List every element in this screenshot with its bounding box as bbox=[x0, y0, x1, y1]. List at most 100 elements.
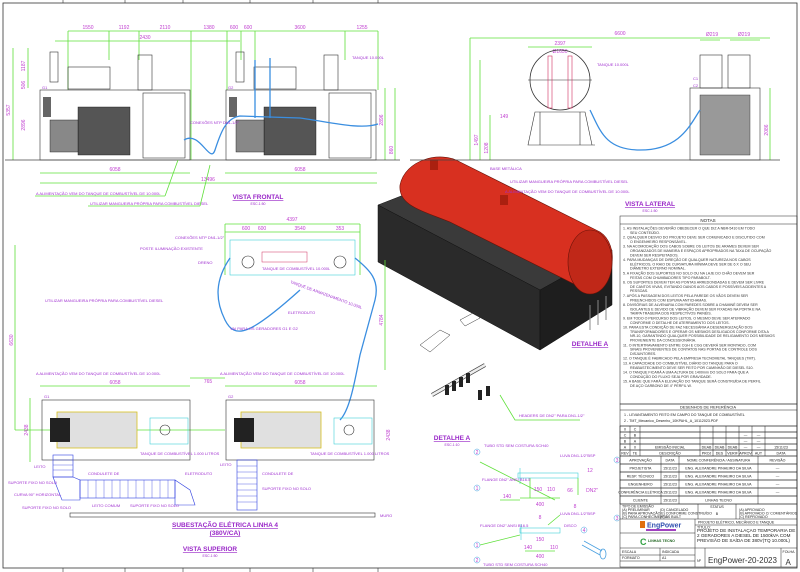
emission-option: (E) CONFORME CONSTRUÍDO bbox=[660, 512, 712, 516]
dim-label: 860 bbox=[389, 146, 395, 155]
dim-label: 2086 bbox=[764, 124, 770, 135]
approval-cell: CLIENTE bbox=[633, 498, 649, 502]
tank-label: TANQUE 10.000L bbox=[352, 55, 385, 60]
dim-label: 765 bbox=[204, 379, 213, 385]
svg-text:EngPower: EngPower bbox=[647, 523, 682, 530]
revision-cell: DESCRIÇÃO bbox=[659, 451, 681, 456]
revision-cell: C bbox=[624, 434, 627, 438]
header-label: HEADERS DE DN2" PARA DN1-1/2" bbox=[519, 413, 585, 418]
generator-label: G1 bbox=[44, 394, 50, 399]
dim-label: 140 bbox=[524, 545, 533, 551]
detail-a: HEADERS DE DN2" PARA DN1-1/2" DETALHE A … bbox=[419, 311, 621, 567]
dim-label: 1192 bbox=[119, 25, 130, 31]
hose-note: UTILIZAR MANGUEIRA PRÓPRIA PARA COMBUSTÍ… bbox=[45, 298, 164, 303]
substation-voltage: (380V/CA) bbox=[210, 530, 241, 537]
part-label: TUBO STD SEM COSTURA SCH40 bbox=[484, 443, 549, 448]
approval-cell: ENG. ALEXANDRE PINHEIRO DA SILVA bbox=[685, 466, 752, 470]
dim-label: 1550 bbox=[82, 25, 93, 31]
balloon: 2 bbox=[476, 450, 479, 456]
dim-label: 110 bbox=[550, 545, 558, 551]
approval-cell: APROVAÇÃO bbox=[629, 457, 652, 462]
view-title: VISTA SUPERIOR bbox=[183, 546, 237, 553]
dim-label: 6600 bbox=[614, 31, 625, 37]
sheet-label: FOLHA bbox=[783, 550, 796, 554]
approval-cell: 15/11/23 bbox=[663, 498, 677, 502]
dim-label: 4397 bbox=[286, 217, 297, 223]
approval-cell: ENG. ALEXANDRE PINHEIRO DA SILVA bbox=[685, 490, 752, 494]
dim-label: 6630 bbox=[9, 334, 15, 345]
scale-label: ESCALA bbox=[622, 550, 637, 554]
hose-note: UTILIZAR MANGUEIRA PRÓPRIA PARA COMBUSTÍ… bbox=[510, 179, 629, 184]
isometric-tank: DETALHE A bbox=[377, 156, 613, 351]
revision-cell: EMISSÃO INICIAL bbox=[655, 445, 685, 450]
balloon: 1 bbox=[476, 543, 479, 549]
balloon: 3 bbox=[616, 458, 619, 464]
emission-option: (B) PARA APROVAÇÃO bbox=[622, 511, 661, 516]
notes-list: 1. AS INSTALAÇÕES DEVERÃO OBEDECER O QUE… bbox=[623, 226, 775, 389]
revision-cell: — bbox=[744, 440, 748, 444]
plan-label: CONDULETE DE bbox=[88, 471, 120, 476]
revision-cell: — bbox=[757, 446, 761, 450]
approval-cell: CONFERÊNCIA ELÉTRICA bbox=[618, 489, 663, 494]
note-item: 2. QUALQUER DESVIO DO PROJETO DEVE SER C… bbox=[623, 236, 765, 244]
approval-cell: 15/11/23 bbox=[663, 474, 677, 478]
dim-label: 400 bbox=[536, 502, 545, 508]
generator-label: C2 bbox=[693, 83, 699, 88]
note-item: 3. NA ACOMODAÇÃO DOS CABOS SOBRE OS LEIT… bbox=[623, 244, 772, 258]
plan-label: ELETRODUTO bbox=[185, 471, 212, 476]
side-view: 6600 2397 Ø1650 Ø219 Ø219 1497 1208 149 … bbox=[410, 31, 780, 213]
status-label: STATUS bbox=[710, 505, 724, 509]
tank-label: TANQUE 10.000L bbox=[597, 62, 630, 67]
title-label: TÍTULO: bbox=[697, 526, 711, 530]
svg-text:C: C bbox=[640, 537, 647, 547]
balloon: 2 bbox=[476, 558, 479, 564]
part-label: LUVA DN1-1/2"BSP bbox=[560, 511, 596, 516]
dim-label: 600 bbox=[242, 226, 251, 232]
fuel-pipe bbox=[254, 58, 271, 118]
view-scale: ESC.1:50 bbox=[203, 554, 218, 558]
part-label: DISCO bbox=[564, 523, 577, 528]
view-scale: ESC.1:50 bbox=[643, 209, 658, 213]
approval-cell: — bbox=[776, 466, 780, 470]
detail-scale: ESC.1:10 bbox=[445, 443, 460, 447]
detail-title: DETALHE A bbox=[572, 341, 609, 348]
approval-cell: — bbox=[776, 490, 780, 494]
note-item: 4. PARA MUDANÇAS DE DIREÇÃO DE QUALQUER … bbox=[623, 257, 751, 271]
note-item: 1. AS INSTALAÇÕES DEVERÃO OBEDECER O QUE… bbox=[623, 226, 755, 235]
plan-label: CONEXÕES NTP DN1-1/2" bbox=[175, 235, 225, 240]
dim-label: 8 bbox=[539, 515, 542, 521]
revision-cell: A bbox=[634, 440, 637, 444]
drawing-title: PROJETO DE INSTALAÇÃO TEMPORÁRIA DE 2 GE… bbox=[697, 529, 796, 543]
view-title: VISTA LATERAL bbox=[625, 201, 675, 208]
dim-label: Ø219 bbox=[738, 32, 750, 38]
revision-cell: DES bbox=[716, 452, 724, 456]
scale-value: INDICADA bbox=[662, 550, 680, 554]
dim-label: 1187 bbox=[21, 60, 27, 71]
emission-type-label: TIPO DE EMISSÃO bbox=[622, 504, 654, 509]
substation-label: SUBESTAÇÃO ELÉTRICA LINHA 4 bbox=[172, 520, 278, 529]
note-item: 14. O TANQUE FICARÁ A UMA ALTURA DE 1400… bbox=[623, 371, 749, 379]
revision-cell: DEAB bbox=[702, 446, 712, 450]
dim-label: 600 bbox=[230, 25, 239, 31]
plan-label: SUPORTE FIXO NO SOLO bbox=[8, 480, 57, 485]
detail-title: DETALHE A bbox=[434, 435, 471, 442]
dim-label: Ø1650 bbox=[552, 49, 567, 55]
plan-label: MURO bbox=[380, 513, 392, 518]
approval-cell: — bbox=[776, 482, 780, 486]
reference-panel: DESENHOS DE REFERÊNCIA 1 - LEVANTAMENTO … bbox=[619, 403, 798, 427]
plan-label: LEITO bbox=[34, 464, 46, 469]
title-block: TIPO DE EMISSÃO (A) PRELIMINAR (B) PARA … bbox=[619, 504, 798, 568]
drawing-number: EngPower-20-2023 bbox=[708, 556, 777, 565]
generator-label: G1 bbox=[42, 85, 48, 90]
approval-cell: RESP. TÉCNICO bbox=[627, 473, 655, 478]
approval-cell: PROJETISTA bbox=[630, 466, 653, 470]
tank-plan bbox=[229, 239, 356, 276]
notes-panel: NOTAS 1. AS INSTALAÇÕES DEVERÃO OBEDECER… bbox=[619, 215, 798, 405]
revision-cell: APROV bbox=[739, 452, 752, 456]
approval-cell: NOME CONFERÊNCIA / ASSINATURA bbox=[687, 457, 751, 462]
revision-cell: B bbox=[624, 440, 627, 444]
note-item: 10. PARA ESTA CONDIÇÃO DE FAZ NECESSÁRIA… bbox=[623, 325, 775, 343]
generator-g2-plan bbox=[225, 399, 375, 461]
status-value: B bbox=[716, 512, 719, 516]
